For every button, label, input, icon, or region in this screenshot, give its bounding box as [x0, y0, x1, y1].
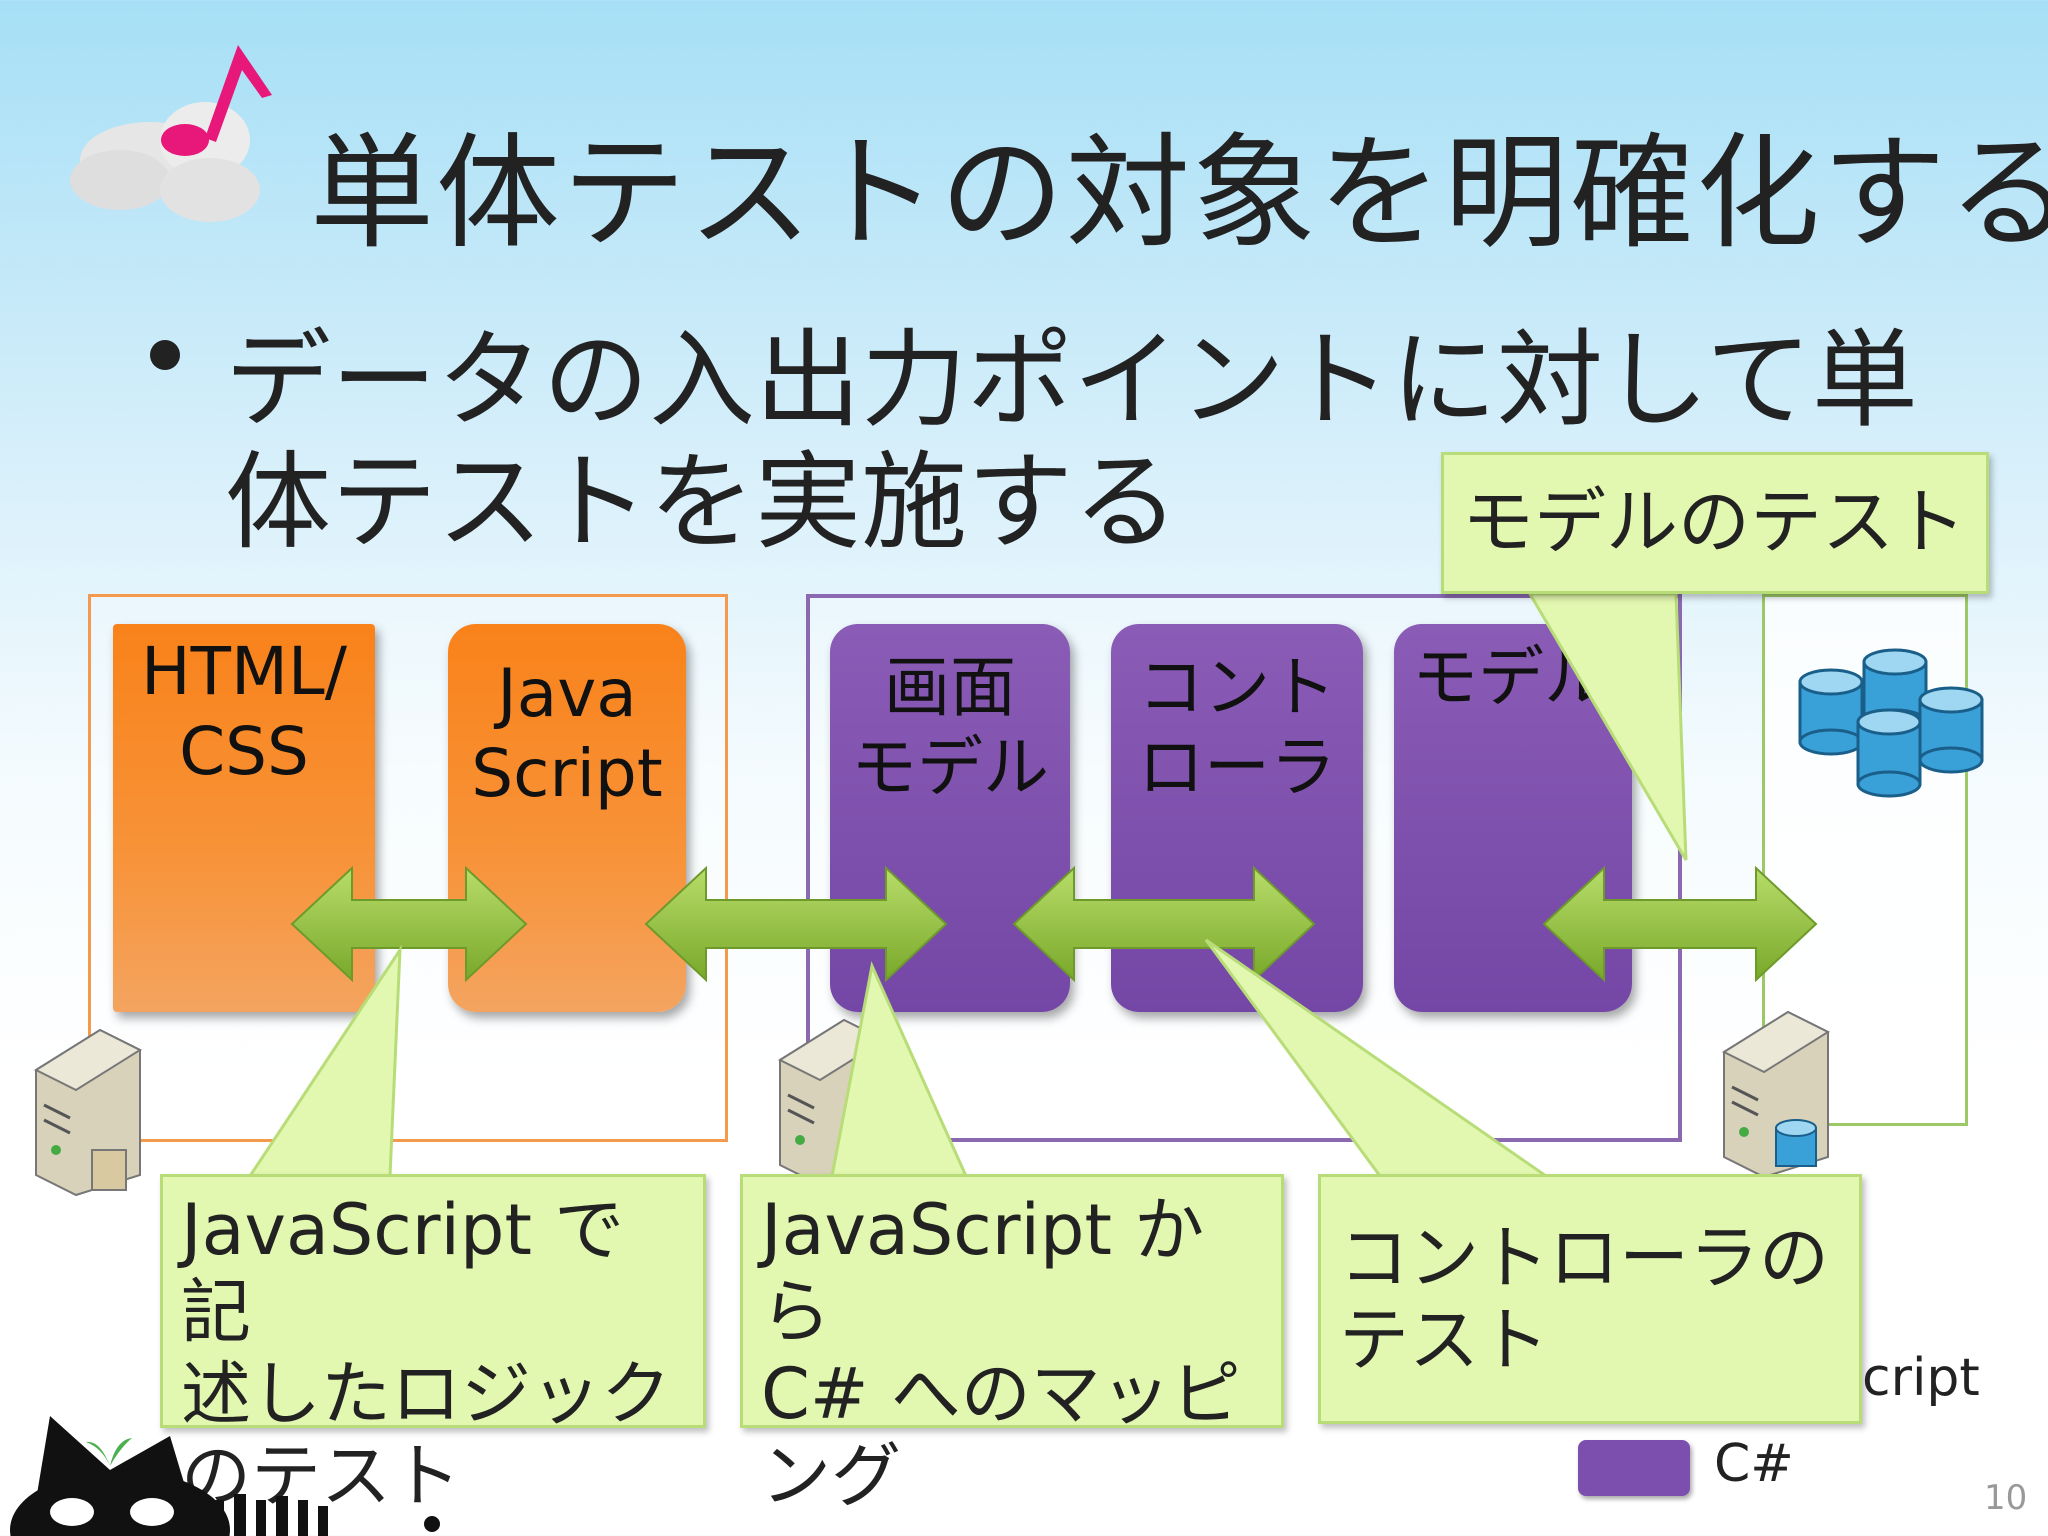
callout-controller-test: コントローラの テスト [1318, 1174, 1862, 1424]
view-model-block: 画面 モデル [830, 624, 1070, 1012]
callout-js-csharp-mapping: JavaScript から C# へのマッピ ング [740, 1174, 1284, 1517]
slide-title: 単体テストの対象を明確化する [310, 122, 2048, 266]
database-frame [1762, 594, 1968, 1126]
bullet-text: データの入出力ポイントに対して単体テストを実施する [225, 319, 1918, 564]
controller-block: コント ローラ [1111, 624, 1363, 1012]
bullet-dot [150, 340, 180, 370]
html-css-block: HTML/ CSS [113, 624, 375, 1012]
legend-javascript-label: cript [1862, 1348, 1980, 1408]
model-block: モデル [1394, 624, 1632, 1012]
legend-csharp-swatch [1578, 1440, 1690, 1496]
callout-js-logic-test: JavaScript で記 述したロジック のテスト [160, 1174, 706, 1517]
javascript-block: Java Script [448, 624, 686, 1012]
legend-csharp-label: C# [1714, 1434, 1794, 1494]
page-number: 10 [1984, 1478, 2028, 1518]
callout-model-test: モデルのテスト [1441, 452, 1989, 594]
